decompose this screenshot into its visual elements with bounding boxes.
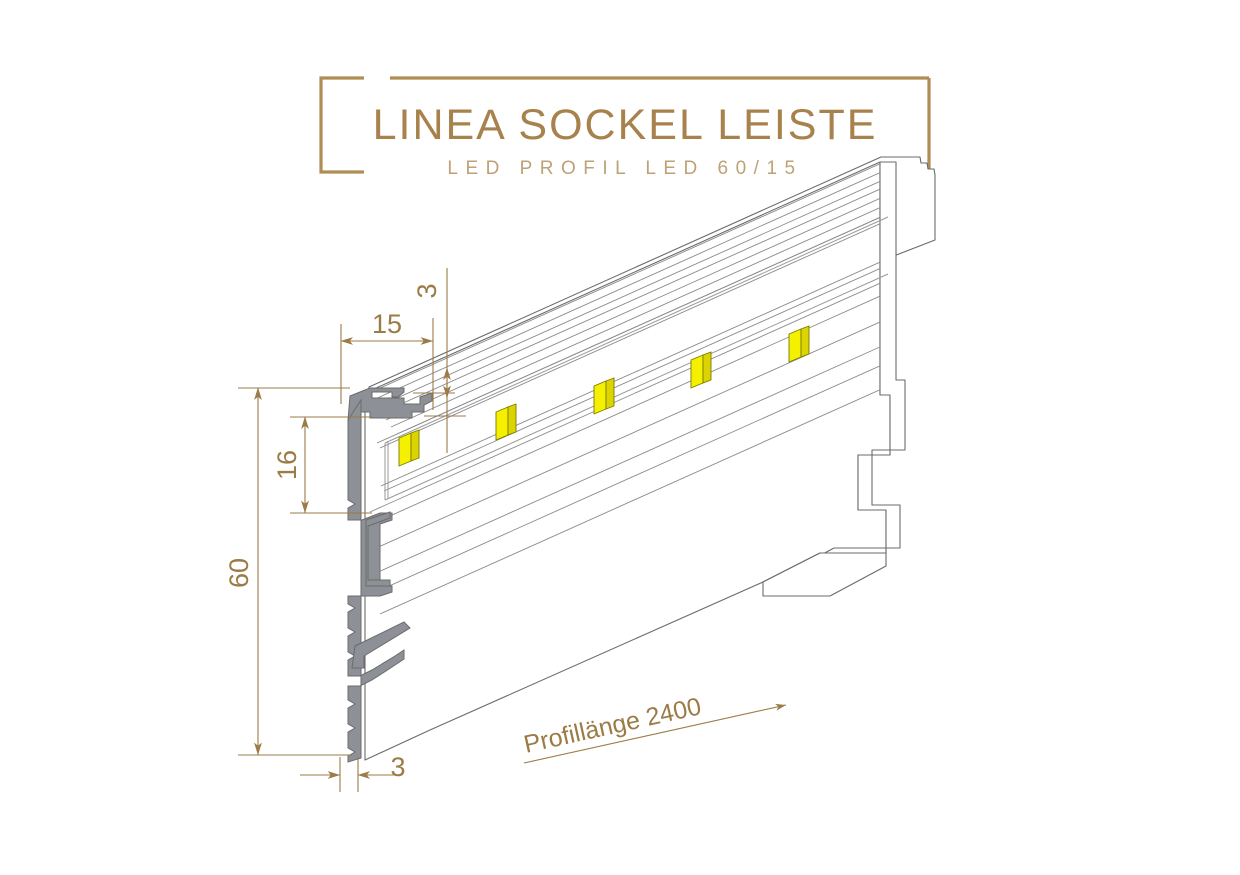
dimension-led-slot-16 <box>290 416 372 514</box>
subtitle: LED PROFIL LED 60/15 <box>447 158 802 179</box>
title-block: LINEA SOCKEL LEISTE LED PROFIL LED 60/15 <box>319 76 931 179</box>
dimension-thickness-3-bottom <box>300 757 398 792</box>
led-chip <box>690 351 712 389</box>
dimension-3-top-leaders <box>413 392 466 417</box>
dimension-label-3-top: 3 <box>412 283 442 298</box>
dimension-label-3-bottom: 3 <box>390 752 405 782</box>
led-chip <box>495 403 517 441</box>
dimension-height-60 <box>238 387 352 756</box>
led-chip <box>398 429 420 467</box>
title-frame-left-bracket <box>319 76 364 174</box>
dimension-label-60: 60 <box>224 558 254 588</box>
dimension-width-15 <box>340 318 434 410</box>
dimension-label-15: 15 <box>372 309 402 339</box>
led-chip <box>788 325 810 363</box>
bottom-nose-slab <box>762 552 887 597</box>
profile-length-label: Profillänge 2400 <box>521 692 703 758</box>
main-title: LINEA SOCKEL LEISTE <box>373 101 878 149</box>
profile-cross-section <box>347 387 433 763</box>
dimension-label-16: 16 <box>272 450 302 480</box>
led-channel-recess <box>384 216 889 501</box>
profile-body <box>364 156 936 761</box>
profile-length-arrow <box>523 703 787 764</box>
led-chip <box>593 377 615 415</box>
dimension-layer <box>238 268 787 792</box>
led-chips <box>398 325 810 467</box>
